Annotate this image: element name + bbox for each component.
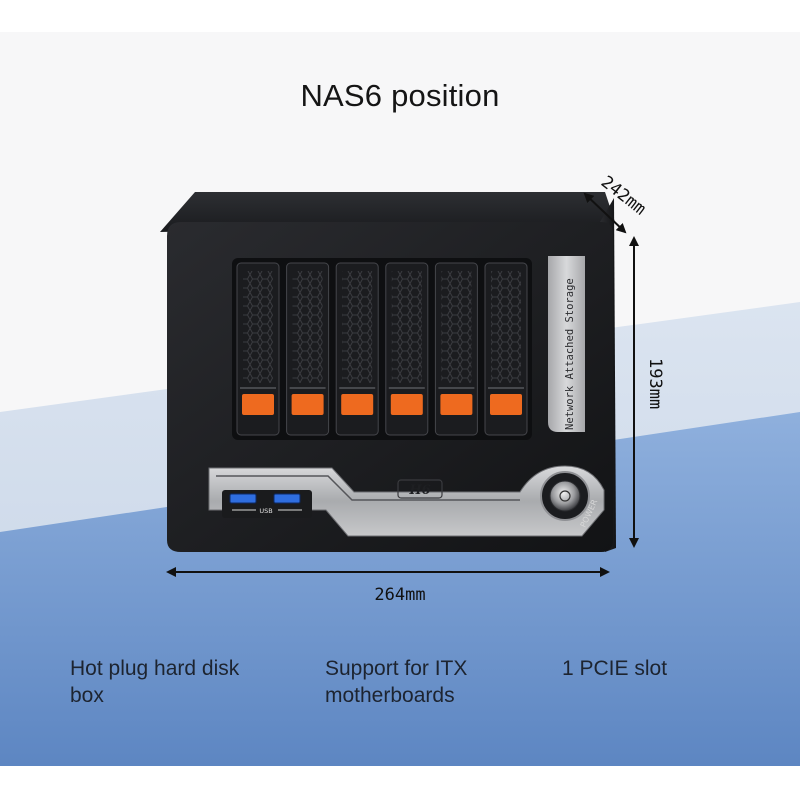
usb-port-1[interactable] — [229, 493, 257, 504]
tray-release-latch[interactable] — [490, 394, 522, 415]
feature-pcie-slot: 1 PCIE slot — [562, 657, 668, 680]
logo-text: H6 — [408, 483, 430, 498]
tray-vent-mesh — [491, 271, 521, 383]
height-label: 193mm — [645, 358, 665, 409]
control-bar-groove — [216, 475, 520, 501]
depth-arrow — [583, 192, 627, 234]
tray-release-latch[interactable] — [242, 394, 274, 415]
drive-tray[interactable] — [335, 262, 379, 436]
feature-hot-plug: Hot plug hard disk box — [70, 657, 240, 707]
tray-release-latch[interactable] — [291, 394, 324, 415]
power-icon — [559, 490, 571, 502]
drive-tray[interactable] — [236, 262, 280, 436]
h6-logo: H6 — [397, 479, 443, 499]
drive-tray[interactable] — [434, 262, 478, 436]
tray-release-latch[interactable] — [390, 394, 423, 415]
usb-ports: USB — [222, 490, 312, 518]
drive-tray[interactable] — [286, 262, 330, 436]
drive-tray[interactable] — [484, 262, 528, 436]
side-label-plate — [548, 256, 585, 432]
tray-vent-mesh — [292, 271, 323, 383]
tray-release-latch[interactable] — [341, 394, 374, 415]
control-bar — [208, 465, 605, 537]
side-label-text: Network Attached Storage — [564, 278, 576, 430]
tray-vent-mesh — [243, 271, 273, 383]
drive-trays — [236, 262, 528, 436]
tray-vent-mesh — [391, 271, 422, 383]
tray-vent-mesh — [342, 271, 373, 383]
width-label: 264mm — [374, 585, 425, 605]
usb-label: USB — [259, 507, 272, 515]
feature-itx-support: Support for ITX motherboards — [325, 657, 468, 707]
drive-tray[interactable] — [385, 262, 429, 436]
power-button[interactable] — [549, 480, 581, 512]
tray-vent-mesh — [441, 271, 472, 383]
usb-port-2[interactable] — [273, 493, 301, 504]
tray-release-latch[interactable] — [440, 394, 473, 415]
page-title: NAS6 position — [300, 78, 500, 113]
